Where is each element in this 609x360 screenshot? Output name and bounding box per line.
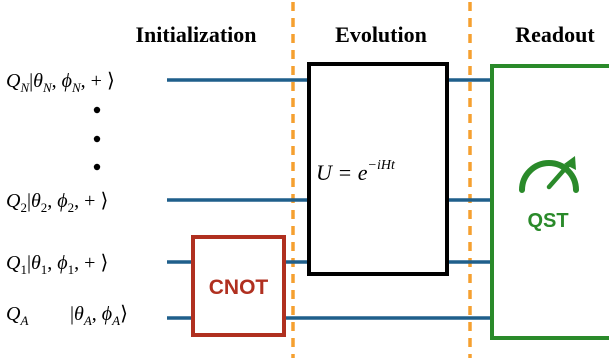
qubit-label-2: Q2|θ2, ϕ2, + ⟩ (6, 190, 108, 215)
stage-title-evolution: Evolution (335, 22, 427, 47)
qst-readout-box (490, 64, 609, 340)
qubit-label-n: QN|θN, ϕN, + ⟩ (6, 70, 115, 95)
stage-title-initialization: Initialization (135, 22, 256, 47)
meter-icon (519, 156, 579, 193)
evolution-unitary-label: U = e−iHt (316, 158, 396, 185)
cnot-gate (191, 235, 286, 337)
ellipsis-dot (93, 163, 101, 171)
stage-title-readout: Readout (515, 22, 595, 47)
evolution-unitary-box (307, 62, 449, 276)
ellipsis-dot (93, 135, 101, 143)
qubit-label-ancilla: QA|θA, ϕA⟩ (6, 303, 128, 328)
qst-label: QST (527, 210, 568, 232)
ellipsis-dot (93, 106, 101, 114)
cnot-gate-label: CNOT (209, 276, 269, 299)
qubit-label-1: Q1|θ1, ϕ1, + ⟩ (6, 252, 108, 277)
